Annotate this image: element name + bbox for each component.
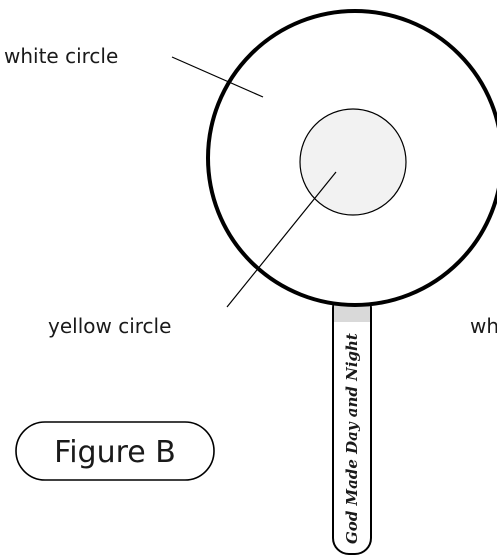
stick-partial-label: wh <box>470 314 497 338</box>
figure-badge-outline <box>15 421 215 481</box>
yellow-circle <box>299 108 407 216</box>
white-circle-leader-line <box>171 56 264 98</box>
yellow-circle-label: yellow circle <box>48 314 171 338</box>
figure-badge: Figure B <box>15 421 215 481</box>
figure-label: Figure B <box>54 435 176 470</box>
craft-stick: God Made Day and Night <box>332 291 372 555</box>
stick-text: God Made Day and Night <box>343 333 361 544</box>
yellow-circle-leader-line <box>226 171 337 308</box>
white-circle-label: white circle <box>4 44 118 68</box>
